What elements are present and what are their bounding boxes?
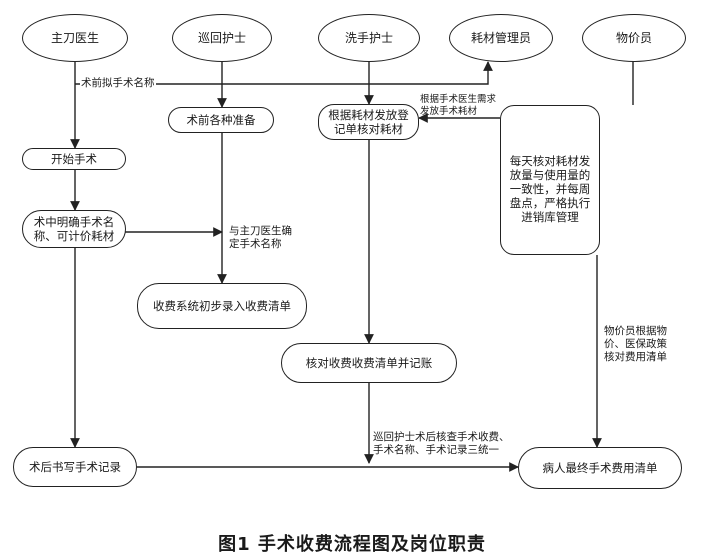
step-final-list: 病人最终手术费用清单 <box>518 447 682 489</box>
step-manager-duty: 每天核对耗材发 放量与使用量的 一致性，并每周 盘点，严格执行 进销库管理 <box>500 105 600 255</box>
role-supply-manager: 耗材管理员 <box>449 14 553 62</box>
role-surgeon: 主刀医生 <box>22 14 128 62</box>
step-prep: 术前各种准备 <box>168 107 274 133</box>
arrow-preop-name <box>75 61 493 85</box>
label-preop-name: 术前拟手术名称 <box>80 77 156 90</box>
label-postop-check: 巡回护士术后核查手术收费、 手术名称、手术记录三统一 <box>373 431 510 456</box>
step-verify-list: 核对收费收费清单并记账 <box>281 343 457 383</box>
label-pricing-check: 物价员根据物 价、医保政策 核对费用清单 <box>604 325 667 363</box>
role-circulating-nurse: 巡回护士 <box>172 14 272 62</box>
step-initial-entry: 收费系统初步录入收费清单 <box>137 283 307 329</box>
manager-duty-text: 每天核对耗材发 放量与使用量的 一致性，并每周 盘点，严格执行 进销库管理 <box>509 154 591 224</box>
step-issue-register: 根据耗材发放登 记单核对耗材 <box>318 104 419 140</box>
step-write-record: 术后书写手术记录 <box>13 447 137 487</box>
role-pricing-officer: 物价员 <box>582 14 686 62</box>
label-surgeon-need: 根据手术医生需求 发放手术耗材 <box>420 94 497 117</box>
step-start-surgery: 开始手术 <box>22 148 126 170</box>
step-confirm-name: 术中明确手术名 称、可计价耗材 <box>22 210 126 248</box>
role-scrub-nurse: 洗手护士 <box>318 14 420 62</box>
figure-caption: 图1 手术收费流程图及岗位职责 <box>218 534 486 555</box>
label-confirm-with-surgeon: 与主刀医生确 定手术名称 <box>228 225 293 251</box>
